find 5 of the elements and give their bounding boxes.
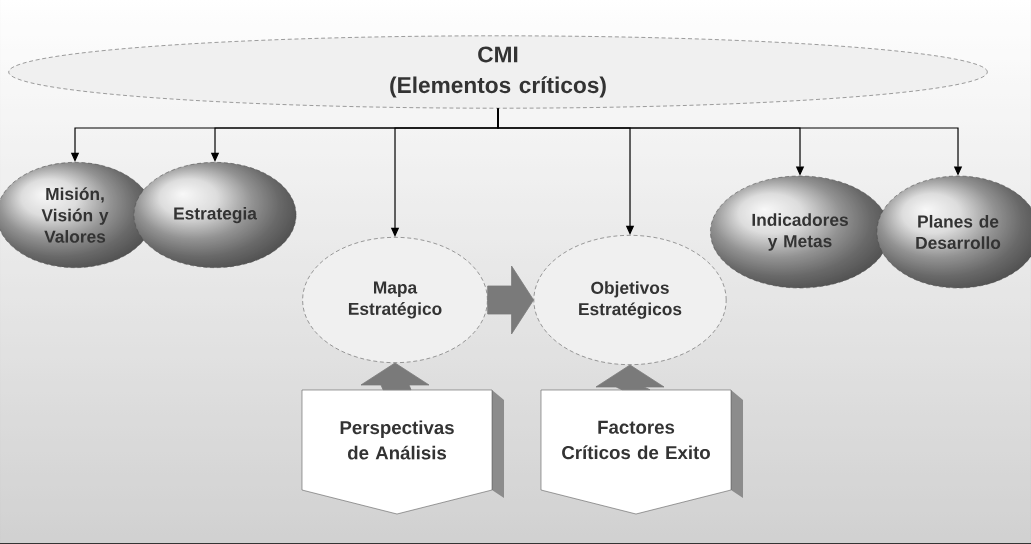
pentagon-box: Factores Críticos de Exito xyxy=(540,389,743,515)
pentagon-box: Perspectivas de Análisis xyxy=(301,389,504,515)
block-arrow xyxy=(360,362,430,391)
block-arrow xyxy=(595,364,665,391)
block-arrow xyxy=(487,265,534,335)
